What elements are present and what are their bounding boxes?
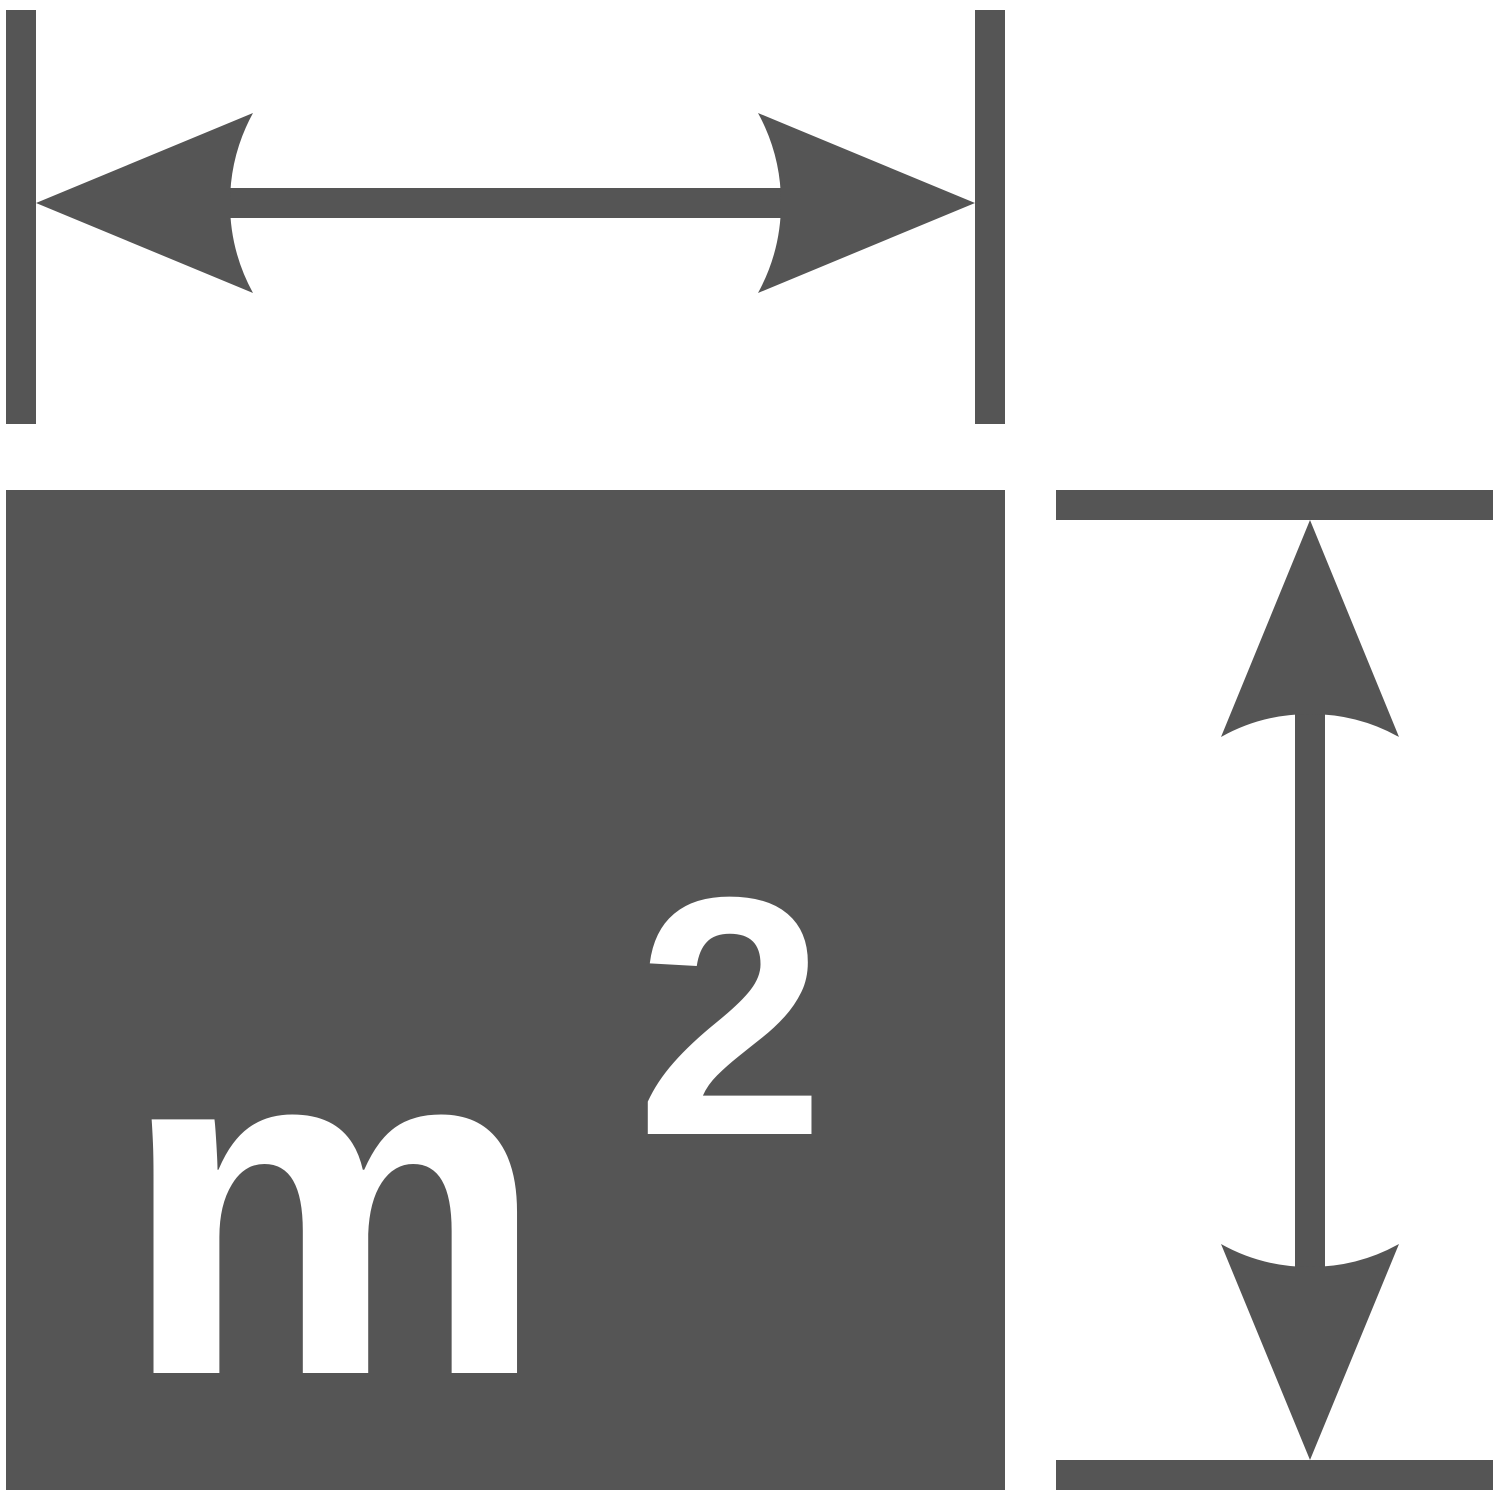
width-arrow-shaft [225, 188, 785, 218]
height-bottom-end-bar [1056, 1460, 1493, 1490]
arrow-down-head-icon [1221, 1244, 1399, 1460]
width-dimension [6, 10, 1005, 424]
height-dimension [1056, 490, 1493, 1490]
arrow-left-head-icon [36, 113, 253, 293]
height-top-end-bar [1056, 490, 1493, 520]
width-right-end-bar [975, 10, 1005, 424]
unit-base-label: m [120, 938, 547, 1475]
area-square [6, 490, 1005, 1490]
unit-exponent-label: 2 [636, 827, 825, 1207]
arrow-right-head-icon [758, 113, 975, 293]
height-arrow-shaft [1295, 710, 1325, 1270]
arrow-up-head-icon [1221, 520, 1399, 737]
width-left-end-bar [6, 10, 36, 424]
